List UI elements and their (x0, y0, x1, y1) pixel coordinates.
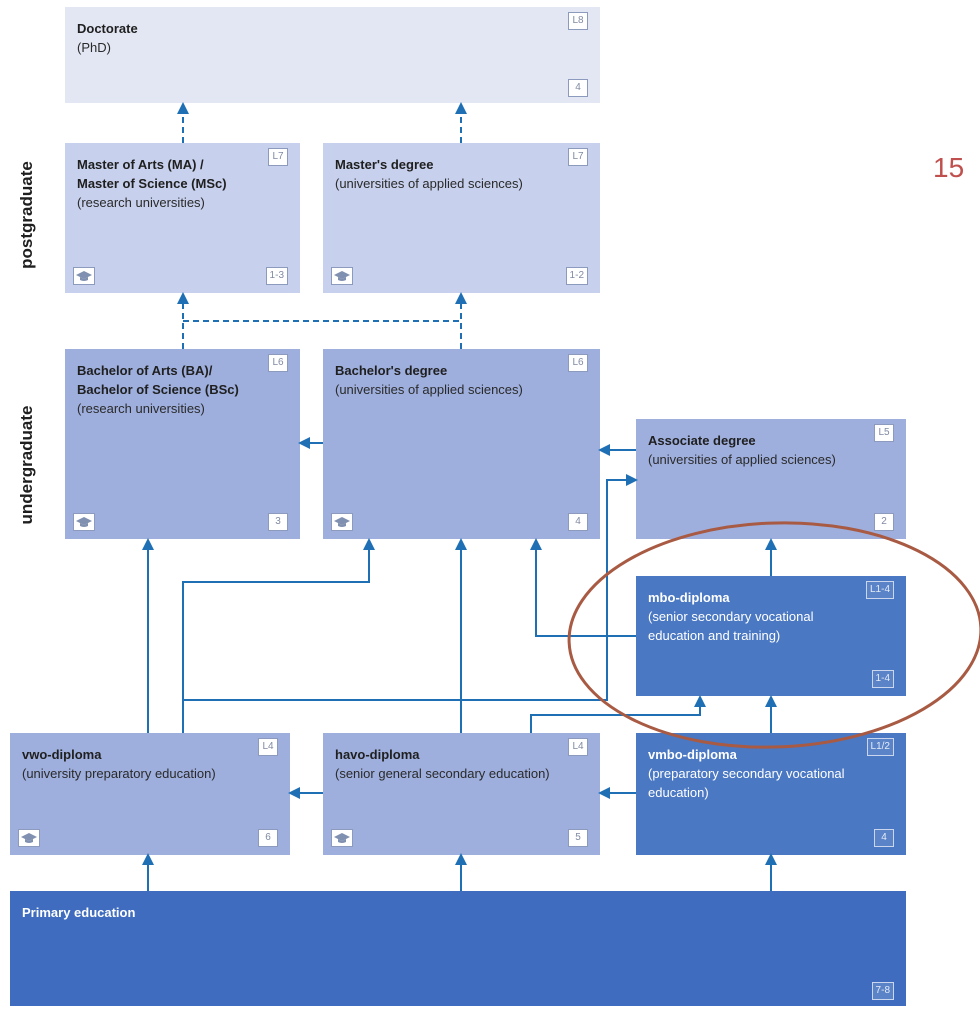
master-research-level-tag: L7 (268, 148, 288, 166)
doctorate-subtitle: (PhD) (77, 40, 111, 55)
mbo-title: mbo-diploma (648, 590, 730, 605)
havo-years-tag: 5 (568, 829, 588, 847)
doctorate-level-tag: L8 (568, 12, 588, 30)
doctorate-years-tag: 4 (568, 79, 588, 97)
bachelor-applied-years-tag: 4 (568, 513, 588, 531)
havo-subtitle: (senior general secondary education) (335, 766, 550, 781)
bachelor-research-level-tag: L6 (268, 354, 288, 372)
master-applied-box: Master's degree (universities of applied… (323, 143, 600, 293)
master-research-title: Master of Arts (MA) / Master of Science … (77, 157, 227, 191)
vmbo-level-tag: L1/2 (866, 738, 894, 756)
associate-level-tag: L5 (874, 424, 894, 442)
vwo-subtitle: (university preparatory education) (22, 766, 216, 781)
associate-years-tag: 2 (874, 513, 894, 531)
page-number: 15 (933, 152, 965, 183)
primary-years-tag: 7-8 (871, 982, 894, 1000)
bachelor-applied-box: Bachelor's degree (universities of appli… (323, 349, 600, 539)
vwo-level-tag: L4 (258, 738, 278, 756)
mbo-subtitle: (senior secondary vocational education a… (648, 609, 814, 643)
master-applied-subtitle: (universities of applied sciences) (335, 176, 523, 191)
arrow-vwo-to-bachelor-applied (182, 538, 375, 733)
bachelor-research-years-tag: 3 (268, 513, 288, 531)
havo-level-tag: L4 (568, 738, 588, 756)
bachelor-applied-title: Bachelor's degree (335, 363, 448, 378)
vmbo-title: vmbo-diploma (648, 747, 737, 762)
havo-title: havo-diploma (335, 747, 420, 762)
master-research-box: Master of Arts (MA) / Master of Science … (65, 143, 300, 293)
vmbo-subtitle: (preparatory secondary vocational educat… (648, 766, 845, 800)
primary-education-box: Primary education 7-8 (10, 891, 906, 1006)
associate-title: Associate degree (648, 433, 756, 448)
master-applied-level-tag: L7 (568, 148, 588, 166)
vmbo-box: vmbo-diploma (preparatory secondary voca… (636, 733, 906, 855)
bachelor-research-subtitle: (research universities) (77, 401, 205, 416)
graduation-cap-icon (18, 829, 40, 847)
bachelor-research-title: Bachelor of Arts (BA)/ Bachelor of Scien… (77, 363, 239, 397)
doctorate-box: Doctorate (PhD) L8 4 (65, 7, 600, 103)
associate-box: Associate degree (universities of applie… (636, 419, 906, 539)
graduation-cap-icon (73, 267, 95, 285)
bachelor-research-box: Bachelor of Arts (BA)/ Bachelor of Scien… (65, 349, 300, 539)
associate-subtitle: (universities of applied sciences) (648, 452, 836, 467)
primary-title: Primary education (22, 905, 136, 920)
graduation-cap-icon (331, 513, 353, 531)
master-research-subtitle: (research universities) (77, 195, 205, 210)
havo-box: havo-diploma (senior general secondary e… (323, 733, 600, 855)
doctorate-title: Doctorate (77, 21, 138, 36)
highlight-ellipse (567, 521, 980, 749)
arrow-vwo-to-associate (183, 474, 638, 701)
vmbo-years-tag: 4 (874, 829, 894, 847)
master-applied-title: Master's degree (335, 157, 434, 172)
vwo-box: vwo-diploma (university preparatory educ… (10, 733, 290, 855)
mbo-level-tag: L1-4 (865, 581, 894, 599)
graduation-cap-icon (331, 829, 353, 847)
bachelor-applied-subtitle: (universities of applied sciences) (335, 382, 523, 397)
master-research-years-tag: 1-3 (265, 267, 288, 285)
vwo-years-tag: 6 (258, 829, 278, 847)
graduation-cap-icon (73, 513, 95, 531)
bachelor-applied-level-tag: L6 (568, 354, 588, 372)
mbo-years-tag: 1-4 (871, 670, 894, 688)
arrow-havo-to-mbo (530, 695, 706, 733)
arrow-mbo-to-bachelor-applied (530, 538, 636, 637)
mbo-box: mbo-diploma (senior secondary vocational… (636, 576, 906, 696)
master-applied-years-tag: 1-2 (565, 267, 588, 285)
vwo-title: vwo-diploma (22, 747, 102, 762)
graduation-cap-icon (331, 267, 353, 285)
